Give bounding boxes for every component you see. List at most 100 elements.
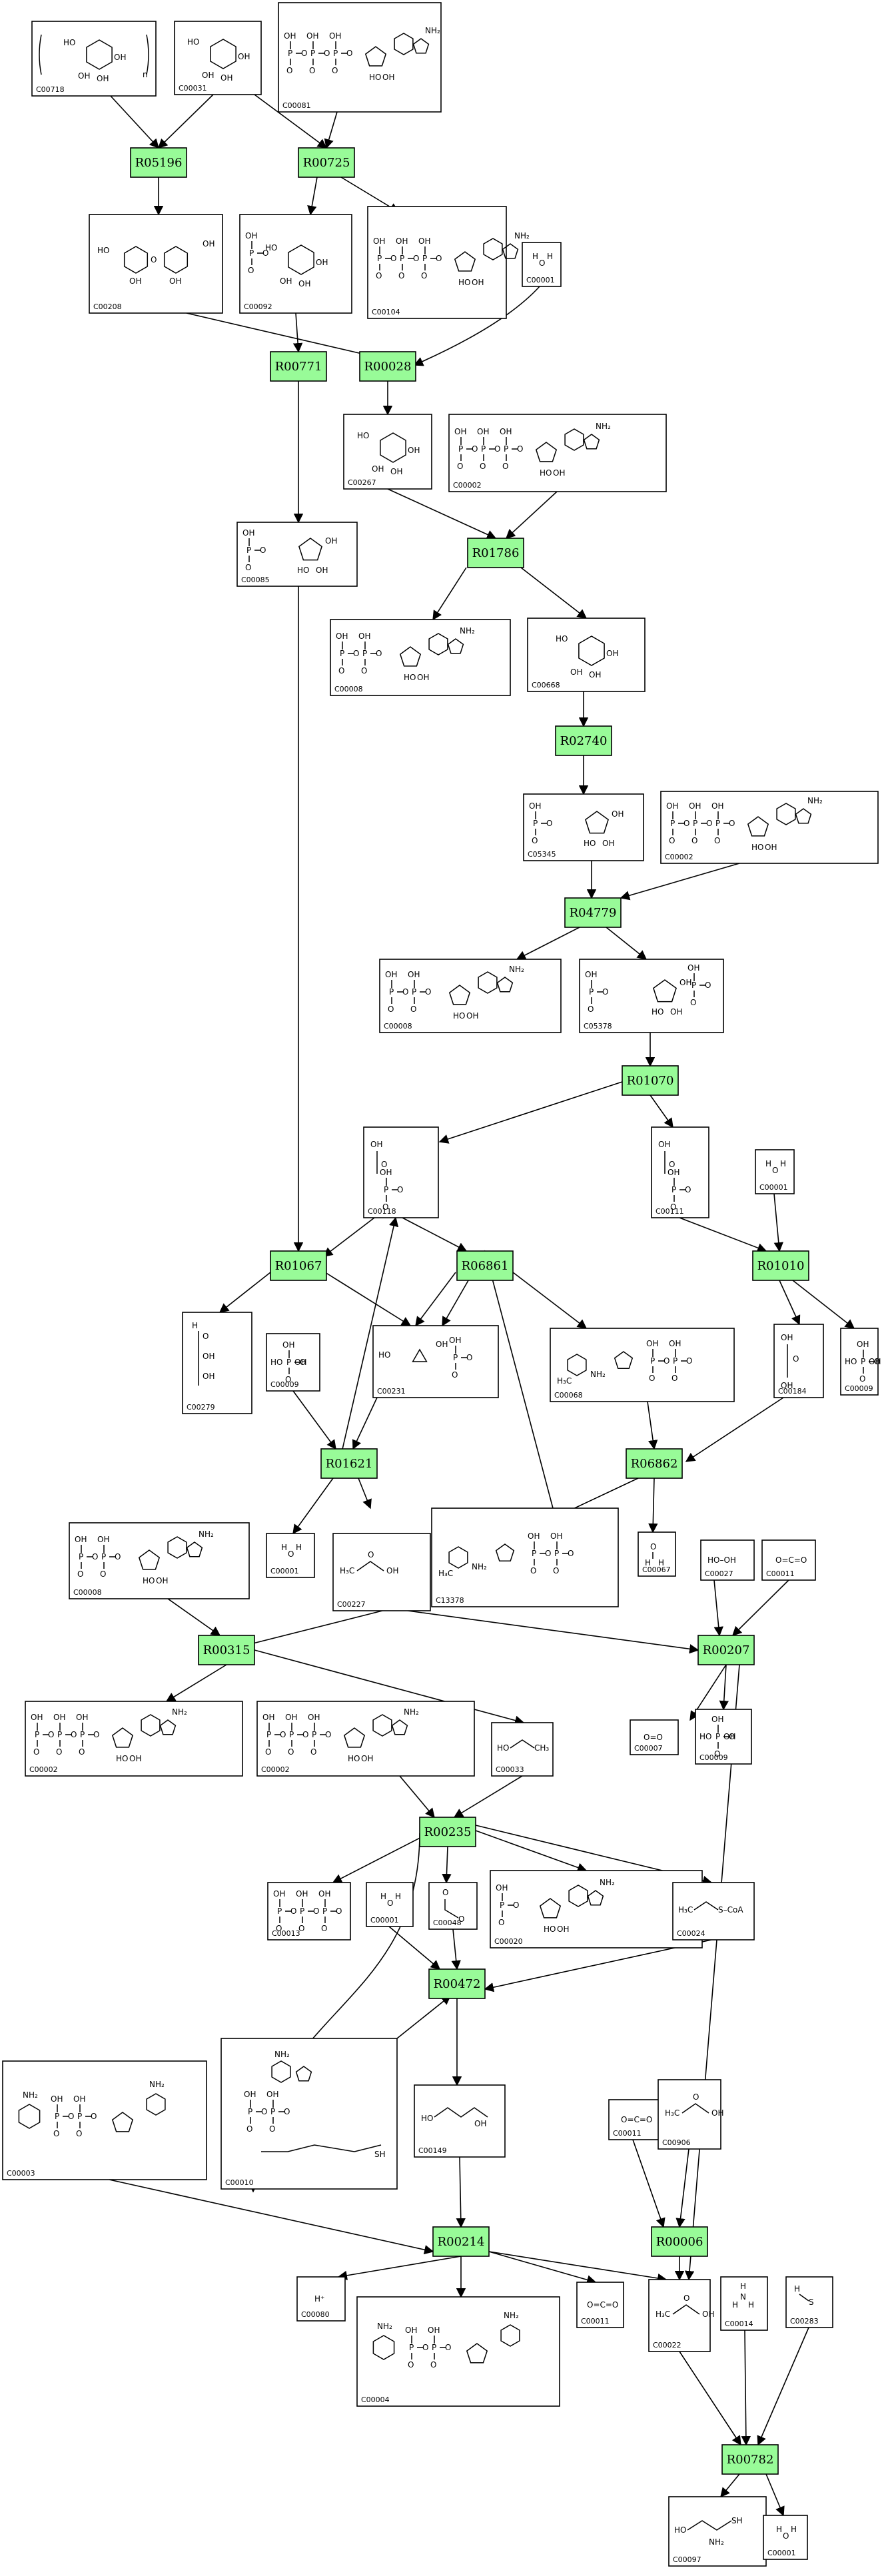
reaction-node[interactable]: R01070 bbox=[622, 1065, 679, 1096]
reaction-node[interactable]: R00235 bbox=[419, 1817, 476, 1847]
reaction-node[interactable]: R05196 bbox=[130, 147, 187, 178]
reaction-node[interactable]: R04779 bbox=[564, 897, 622, 928]
svg-text:O: O bbox=[793, 1354, 799, 1364]
reaction-node[interactable]: R00028 bbox=[359, 351, 416, 382]
svg-text:O: O bbox=[397, 1185, 403, 1194]
svg-text:HO: HO bbox=[270, 1358, 282, 1367]
reaction-node[interactable]: R01786 bbox=[467, 538, 524, 568]
svg-text:H₃C: H₃C bbox=[557, 1376, 572, 1386]
svg-text:O: O bbox=[568, 1549, 574, 1558]
reaction-node[interactable]: R00472 bbox=[428, 1968, 486, 1999]
svg-text:P: P bbox=[691, 981, 696, 990]
svg-text:NH₂: NH₂ bbox=[509, 965, 524, 974]
svg-text:P: P bbox=[453, 1353, 458, 1362]
svg-text:OH: OH bbox=[857, 1340, 869, 1349]
reaction-node[interactable]: R06861 bbox=[456, 1250, 514, 1281]
reaction-node[interactable]: R00782 bbox=[721, 2444, 779, 2475]
reaction-node[interactable]: R00725 bbox=[298, 147, 355, 178]
reaction-node[interactable]: R00207 bbox=[697, 1635, 755, 1665]
svg-text:H: H bbox=[645, 1558, 651, 1567]
reaction-node[interactable]: R00214 bbox=[432, 2226, 490, 2257]
reaction-node[interactable]: R00006 bbox=[651, 2226, 708, 2257]
reaction-node[interactable]: R01010 bbox=[752, 1250, 809, 1281]
reaction-edge bbox=[413, 286, 540, 366]
reaction-node[interactable]: R00771 bbox=[270, 351, 327, 382]
svg-text:O: O bbox=[430, 2360, 436, 2369]
reaction-node[interactable]: R01621 bbox=[320, 1448, 378, 1479]
svg-text:P: P bbox=[322, 1907, 327, 1916]
reaction-node[interactable]: R01067 bbox=[270, 1250, 327, 1281]
reaction-node[interactable]: R06862 bbox=[626, 1448, 683, 1479]
reaction-edge bbox=[399, 1775, 435, 1819]
svg-text:P: P bbox=[650, 1356, 655, 1366]
svg-text:O: O bbox=[71, 1730, 77, 1739]
compound-node[interactable]: H⁺C00080 bbox=[296, 2276, 346, 2322]
svg-text:OH: OH bbox=[496, 1883, 508, 1893]
svg-text:O: O bbox=[280, 1730, 286, 1739]
reaction-node[interactable]: R00315 bbox=[198, 1635, 255, 1665]
reaction-node[interactable]: R02740 bbox=[555, 725, 612, 756]
svg-text:OH: OH bbox=[358, 632, 370, 641]
reaction-edge bbox=[322, 1217, 375, 1257]
compound-id: C00111 bbox=[656, 1207, 684, 1216]
